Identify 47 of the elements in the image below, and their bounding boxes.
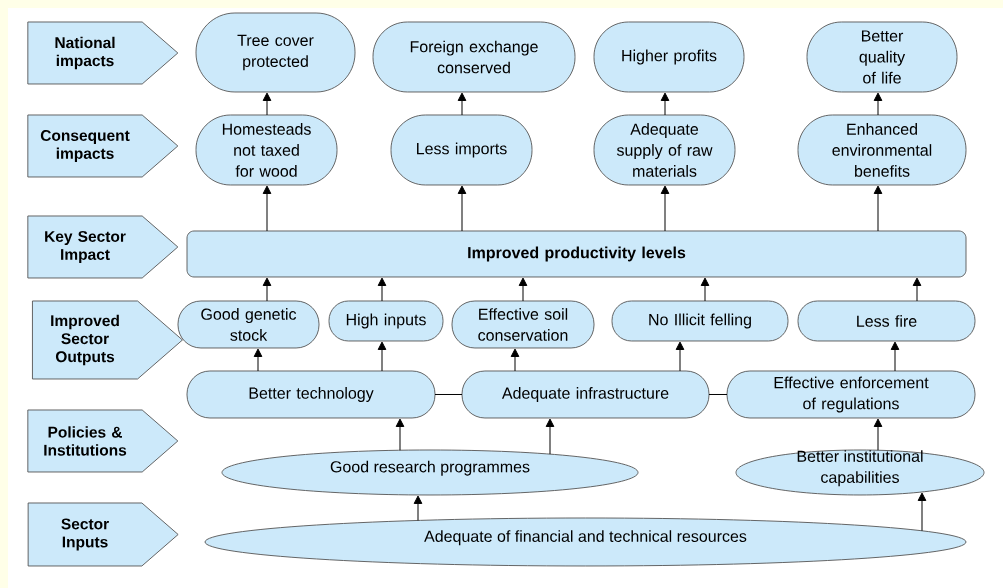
arrow (873, 418, 883, 451)
rounded-box: Less fire (797, 300, 976, 342)
rounded-box: Higher profits (593, 21, 745, 93)
arrow (675, 341, 685, 372)
arrow (457, 185, 467, 232)
level-arrow-box: Improved Sector Outputs (32, 300, 183, 380)
arrow (262, 277, 272, 302)
arrow (660, 185, 670, 232)
arrow (510, 348, 520, 372)
arrow (660, 92, 670, 116)
rounded-box: Adequate infrastructure (461, 370, 710, 419)
level-arrow-box: Key Sector Impact (27, 215, 179, 279)
arrow (413, 495, 423, 521)
arrow (912, 277, 922, 302)
rounded-box: Effective enforcement of regulations (726, 370, 976, 419)
ellipse-box: Good research programmes (221, 449, 639, 496)
arrow (377, 341, 387, 372)
rounded-box: Good genetic stock (177, 300, 320, 349)
arrow (873, 185, 883, 232)
arrow (262, 185, 272, 232)
arrow (700, 277, 710, 302)
arrow (873, 92, 883, 116)
rounded-box: Enhanced environmental benefits (797, 114, 967, 186)
arrow (377, 277, 387, 302)
level-arrow-box: National impacts (27, 21, 179, 85)
rounded-box: High inputs (328, 300, 444, 342)
arrow (518, 277, 528, 302)
arrow (395, 418, 405, 451)
rounded-box: No Illicit felling (611, 300, 789, 342)
impact-bar: Improved productivity levels (186, 230, 967, 278)
level-arrow-box: Policies & Institutions (27, 409, 179, 473)
arrow (917, 492, 927, 532)
arrow (253, 348, 263, 372)
rounded-box: Better technology (186, 370, 436, 419)
arrow (457, 92, 467, 116)
ellipse-box: Adequate of financial and technical resources (204, 517, 967, 567)
level-arrow-box: Consequent impacts (27, 114, 179, 178)
rounded-box: Better quality of life (806, 21, 958, 93)
connector-line (708, 394, 728, 395)
rounded-box: Effective soil conservation (451, 300, 595, 349)
arrow (262, 92, 272, 116)
level-arrow-box: Sector Inputs (27, 502, 179, 567)
rounded-box: Foreign exchange conserved (372, 21, 576, 93)
arrow (545, 418, 555, 455)
ellipse-box: Better institutional capabilities (735, 449, 985, 496)
connector-line (434, 394, 463, 395)
arrow (890, 341, 900, 372)
